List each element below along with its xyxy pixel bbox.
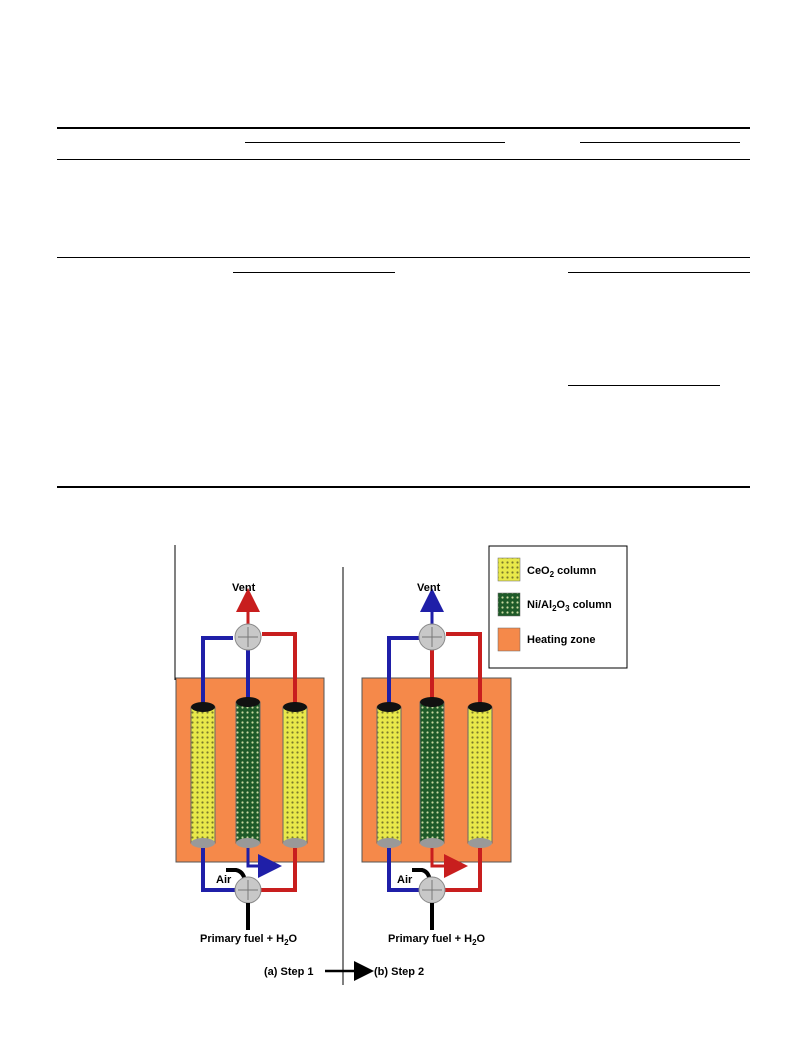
legend-swatch-ceo2 xyxy=(497,557,521,582)
panel-step1: Vent Air Primary fuel + H2O xyxy=(175,582,325,947)
legend-swatch-heating xyxy=(497,627,521,652)
table-group-rule-left xyxy=(245,142,505,143)
table-subgroup-rule-left xyxy=(233,272,395,273)
ceo2-column-a-right xyxy=(282,706,308,844)
table-group-rule-right xyxy=(580,142,740,143)
pipe-red-b-bottom xyxy=(442,848,482,892)
pipe-blue-a-left xyxy=(201,636,233,705)
ceo2-column-b-right xyxy=(467,706,493,844)
flow-arrow-a xyxy=(246,848,282,878)
ni-column-a xyxy=(235,701,261,844)
fuel-label-b: Primary fuel + H2O xyxy=(388,933,486,947)
ni-column-b xyxy=(419,701,445,844)
panel-step2: Vent Air Primary fuel + H2O xyxy=(361,582,512,947)
pipe-red-a-bottom xyxy=(258,848,297,892)
flow-arrow-b xyxy=(430,848,468,878)
ceo2-column-a-left xyxy=(190,706,216,844)
legend: CeO2 column Ni/Al2O3 column Heating zone xyxy=(488,545,628,669)
legend-ni: Ni/Al2O3 column xyxy=(527,599,612,613)
air-label-a: Air xyxy=(216,874,232,886)
table-subgroup-rule-right xyxy=(568,272,750,273)
ceo2-column-b-left xyxy=(376,706,402,844)
pipe-blue-b-left xyxy=(387,636,419,705)
pipe-red-a-right xyxy=(262,632,297,705)
legend-ceo2: CeO2 column xyxy=(527,565,597,579)
air-label-b: Air xyxy=(397,874,413,886)
step1-label: (a) Step 1 xyxy=(264,966,314,978)
table-mid-rule xyxy=(57,257,750,258)
vent-label-b: Vent xyxy=(417,582,441,594)
vent-label-a: Vent xyxy=(232,582,256,594)
legend-swatch-ni xyxy=(497,592,521,617)
pipe-red-b-right xyxy=(446,632,482,705)
table-bottom-rule xyxy=(57,486,750,488)
pipe-blue-a-bottom xyxy=(201,848,238,892)
fuel-label-a: Primary fuel + H2O xyxy=(200,933,298,947)
legend-heating: Heating zone xyxy=(527,634,595,646)
table-header-rule xyxy=(57,159,750,160)
table-top-rule xyxy=(57,127,750,129)
table-subgroup-rule-right-2 xyxy=(568,385,720,386)
pipe-blue-b-bottom xyxy=(387,848,422,892)
step2-label: (b) Step 2 xyxy=(374,966,424,978)
